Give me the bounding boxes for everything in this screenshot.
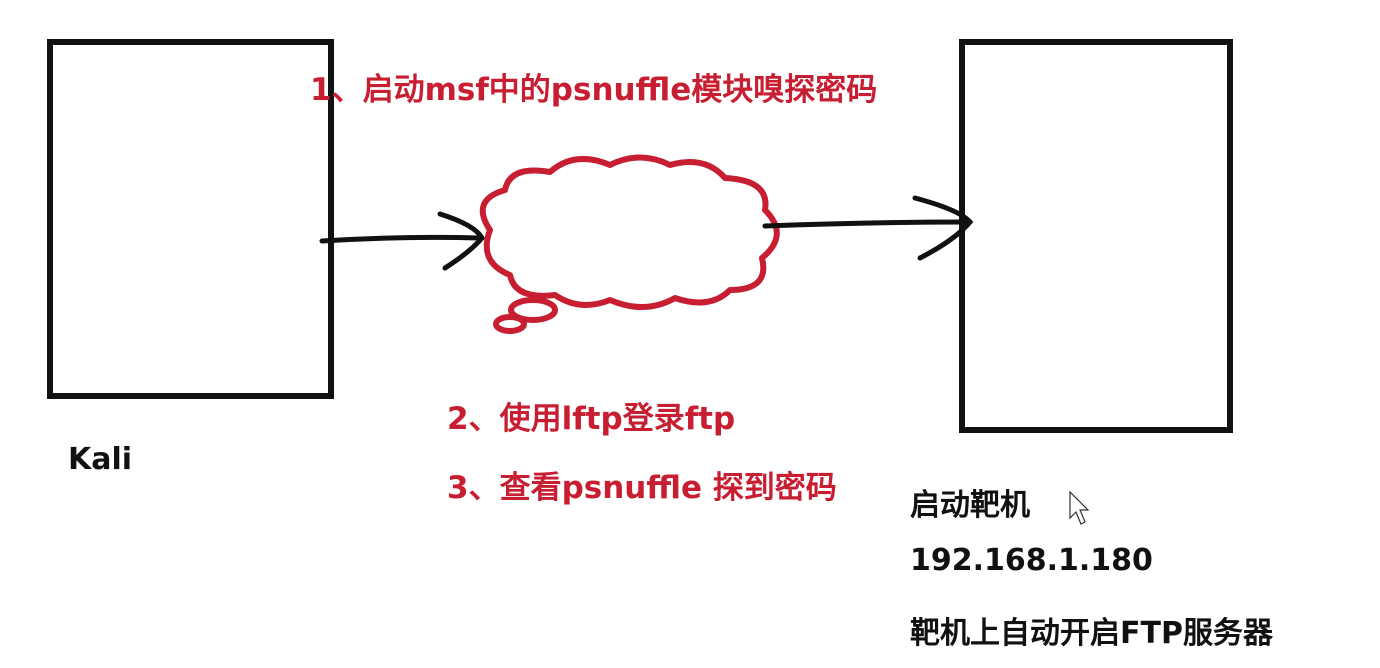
kali-machine-box [47,39,334,399]
step-3-label: 3、查看psnuffle 探到密码 [447,470,837,506]
cloud-icon [479,154,780,334]
mouse-cursor-icon [1069,490,1090,525]
arrow-kali-to-cloud [319,211,486,271]
target-action-label: 启动靶机 [910,488,1030,523]
step-2-label: 2、使用lftp登录ftp [447,401,736,437]
target-note-label: 靶机上自动开启FTP服务器 [910,616,1273,651]
step-1-label: 1、启动msf中的psnuffle模块嗅探密码 [310,72,878,108]
target-machine-box [959,39,1233,433]
target-ip-label: 192.168.1.180 [910,543,1153,578]
kali-label: Kali [68,442,133,477]
arrow-cloud-to-target [762,195,974,261]
